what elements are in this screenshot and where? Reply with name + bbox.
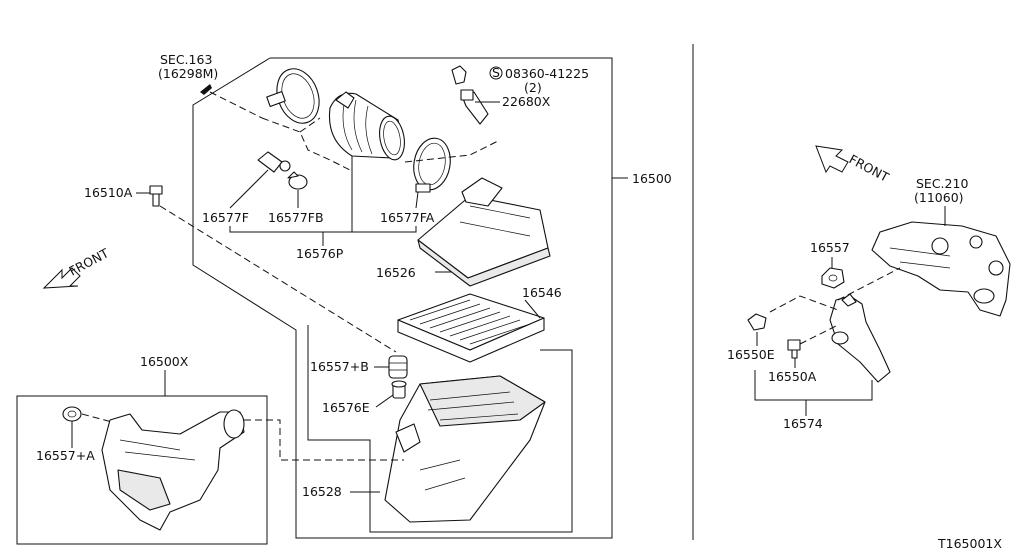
label-16500x[interactable]: 16500X: [140, 354, 189, 369]
label-16574[interactable]: 16574: [783, 416, 823, 431]
label-16557b[interactable]: 16557+B: [310, 359, 369, 374]
insulator-16557: [821, 267, 845, 289]
resonator-duct-dashed-link: [244, 419, 404, 461]
mass-air-flow-sensor-22680x: [460, 89, 489, 125]
label-16550a[interactable]: 16550A: [768, 369, 817, 384]
label-16550e[interactable]: 16550E: [727, 347, 775, 362]
hose-clamp-16577fa: [413, 137, 451, 193]
hose-clamp-16577f: [266, 68, 320, 124]
resonator-box-16500x: [16, 395, 268, 545]
label-sec163[interactable]: SEC.163: [160, 52, 212, 67]
bolt-16550a: [787, 339, 801, 359]
bracket-dashed-link-2: [837, 267, 901, 301]
label-bolt-qty: (2): [524, 80, 542, 95]
bracket-dashed-link-1: [769, 295, 839, 313]
insulator-16557a: [62, 406, 82, 422]
svg-text:S: S: [492, 65, 500, 80]
subframe-16528: [307, 325, 573, 533]
label-16526[interactable]: 16526: [376, 265, 416, 280]
bracket-group-16574: [754, 370, 873, 401]
assembly-frame-16500: [192, 57, 613, 539]
label-sec163-ref: (16298M): [158, 66, 218, 81]
label-16557a[interactable]: 16557+A: [36, 448, 95, 463]
small-hose-fitting: [257, 151, 308, 190]
air-duct-16576p: [328, 91, 405, 161]
insulator-16557b: [388, 355, 408, 379]
collar-16576e: [391, 380, 407, 399]
air-filter-element-16546: [397, 293, 545, 363]
label-16510a[interactable]: 16510A: [84, 185, 133, 200]
bracket-16574: [829, 293, 891, 383]
label-16577fb[interactable]: 16577FB: [268, 210, 324, 225]
label-16577fa[interactable]: 16577FA: [380, 210, 435, 225]
leader-16577f: [229, 169, 269, 209]
bracket-16576p: [229, 226, 417, 233]
sec163-dashed-link: [209, 91, 263, 119]
leader-16577fa: [415, 191, 419, 209]
front-arrow-left-icon: [42, 267, 81, 289]
label-front-right: FRONT: [847, 151, 892, 184]
bracket-dashed-link-3: [799, 325, 837, 345]
leader-16546: [524, 299, 541, 319]
label-22680x[interactable]: 22680X: [502, 94, 551, 109]
leader-16576e: [375, 394, 394, 408]
bolt-08360-41225: [451, 65, 467, 85]
sec163-arrow-icon: [200, 84, 212, 95]
engine-part-sec210: [871, 221, 1011, 317]
front-arrow-right-icon: [815, 145, 849, 174]
diagram-id: T165001X: [937, 536, 1002, 551]
bolt-16510a: [149, 185, 163, 207]
bolt-dashed-link: [159, 205, 397, 353]
label-16528[interactable]: 16528: [302, 484, 342, 499]
resonator-dashed-link: [81, 413, 113, 423]
label-16546[interactable]: 16546: [522, 285, 562, 300]
resonator-16500x: [101, 409, 245, 531]
label-16576p[interactable]: 16576P: [296, 246, 344, 261]
duct-dashed-link: [261, 117, 351, 171]
clip-16550e: [747, 313, 767, 331]
air-cleaner-lower-case-16528: [384, 375, 546, 523]
label-sec210[interactable]: SEC.210: [916, 176, 968, 191]
label-16577f[interactable]: 16577F: [202, 210, 249, 225]
label-sec210-ref: (11060): [914, 190, 964, 205]
label-16576e[interactable]: 16576E: [322, 400, 370, 415]
duct-dashed-link-2: [299, 117, 321, 133]
label-16500[interactable]: 16500: [632, 171, 672, 186]
label-front-left: FRONT: [66, 245, 111, 278]
label-bolt-spec[interactable]: 08360-41225: [505, 66, 589, 81]
bolt-symbol-icon: S: [489, 65, 503, 80]
label-16557[interactable]: 16557: [810, 240, 850, 255]
air-cleaner-cover-16526: [417, 177, 551, 287]
